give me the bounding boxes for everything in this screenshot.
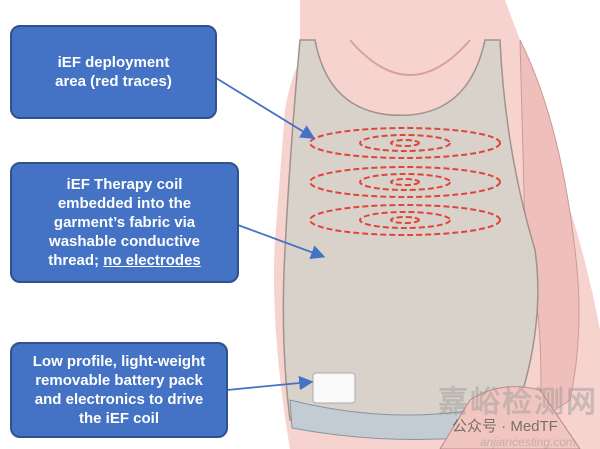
callout-text: removable battery pack bbox=[35, 372, 203, 389]
callout-text: thread; bbox=[48, 252, 104, 269]
right-arm bbox=[519, 39, 580, 421]
tank-top bbox=[282, 39, 539, 435]
neckline bbox=[349, 39, 471, 76]
coil-middle bbox=[309, 166, 501, 198]
coil-top bbox=[309, 127, 501, 159]
callout-text: iEF deployment bbox=[57, 54, 170, 71]
arrow-coil bbox=[237, 224, 326, 260]
callout-text: Low profile, light-weight bbox=[32, 353, 206, 370]
callout-text: iEF Therapy coil bbox=[66, 176, 183, 193]
callout-text: embedded into the bbox=[57, 195, 192, 212]
hand bbox=[439, 386, 581, 449]
battery-pack bbox=[312, 372, 356, 404]
arrow-battery bbox=[226, 375, 314, 391]
callout-battery-pack: Low profile, light-weight removable batt… bbox=[10, 342, 228, 438]
callout-text: the iEF coil bbox=[78, 410, 159, 427]
callout-text: area (red traces) bbox=[55, 73, 172, 90]
coil-traces bbox=[309, 127, 501, 236]
coil-bottom bbox=[309, 204, 501, 236]
watermark-main: 嘉峪检测网 bbox=[438, 386, 598, 419]
callout-text: washable conductive bbox=[49, 233, 200, 250]
watermark-sub: 公众号 · MedTF bbox=[452, 418, 558, 435]
callout-therapy-coil: iEF Therapy coil embedded into the garme… bbox=[10, 162, 239, 283]
callout-deployment-area: iEF deployment area (red traces) bbox=[10, 25, 217, 119]
watermark-url: anjiancesting.com bbox=[480, 435, 577, 449]
arrow-deployment bbox=[215, 77, 316, 139]
callout-text: and electronics to drive bbox=[34, 391, 204, 408]
callout-text: garment’s fabric via bbox=[53, 214, 196, 231]
callout-emphasis: no electrodes bbox=[103, 252, 201, 269]
